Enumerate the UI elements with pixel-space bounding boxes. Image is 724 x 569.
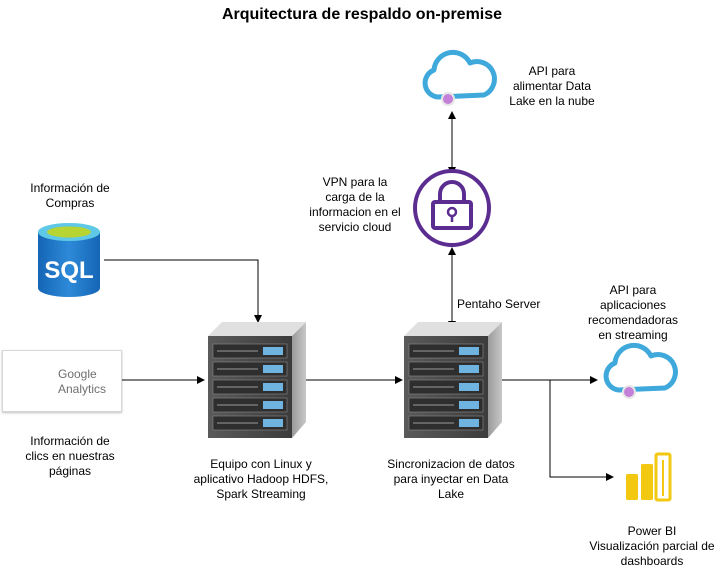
edge-sql-to-hadoop <box>104 259 262 323</box>
hadoop-server-label: Equipo con Linux y aplicativo Hadoop HDF… <box>193 457 329 501</box>
google-analytics-logo-text: Google Analytics <box>58 367 107 396</box>
sql-database-icon: SQL <box>38 223 100 297</box>
edge-pentaho-to-powerbi <box>549 380 614 481</box>
pentaho-server-label: Sincronizacion de datos para inyectar en… <box>387 457 515 501</box>
server-rack-icon <box>404 322 502 438</box>
google-analytics-card: Google Analytics <box>2 350 122 412</box>
cloud-api-icon <box>422 49 497 106</box>
power-bi-icon <box>626 452 672 502</box>
server-rack-icon <box>208 322 306 438</box>
diagram-title: Arquitectura de respaldo on-premise <box>221 6 503 23</box>
connectors <box>104 111 614 481</box>
sql-icon-text: SQL <box>44 257 93 284</box>
lock-icon <box>413 169 491 247</box>
google-analytics-label: Información de clics en nuestras páginas <box>25 434 115 478</box>
api-recomendadoras-label: API para aplicaciones recomendadoras en … <box>587 283 679 342</box>
compras-label: Información de Compras <box>30 181 110 210</box>
pentaho-edge-label: Pentaho Server <box>457 297 541 311</box>
vpn-label: VPN para la carga de la informacion en e… <box>309 175 401 234</box>
cloud-api-icon <box>603 342 678 399</box>
powerbi-label: Power BI Visualización parcial de dashbo… <box>589 524 715 568</box>
api-datalake-label: API para alimentar Data Lake en la nube <box>509 64 595 108</box>
